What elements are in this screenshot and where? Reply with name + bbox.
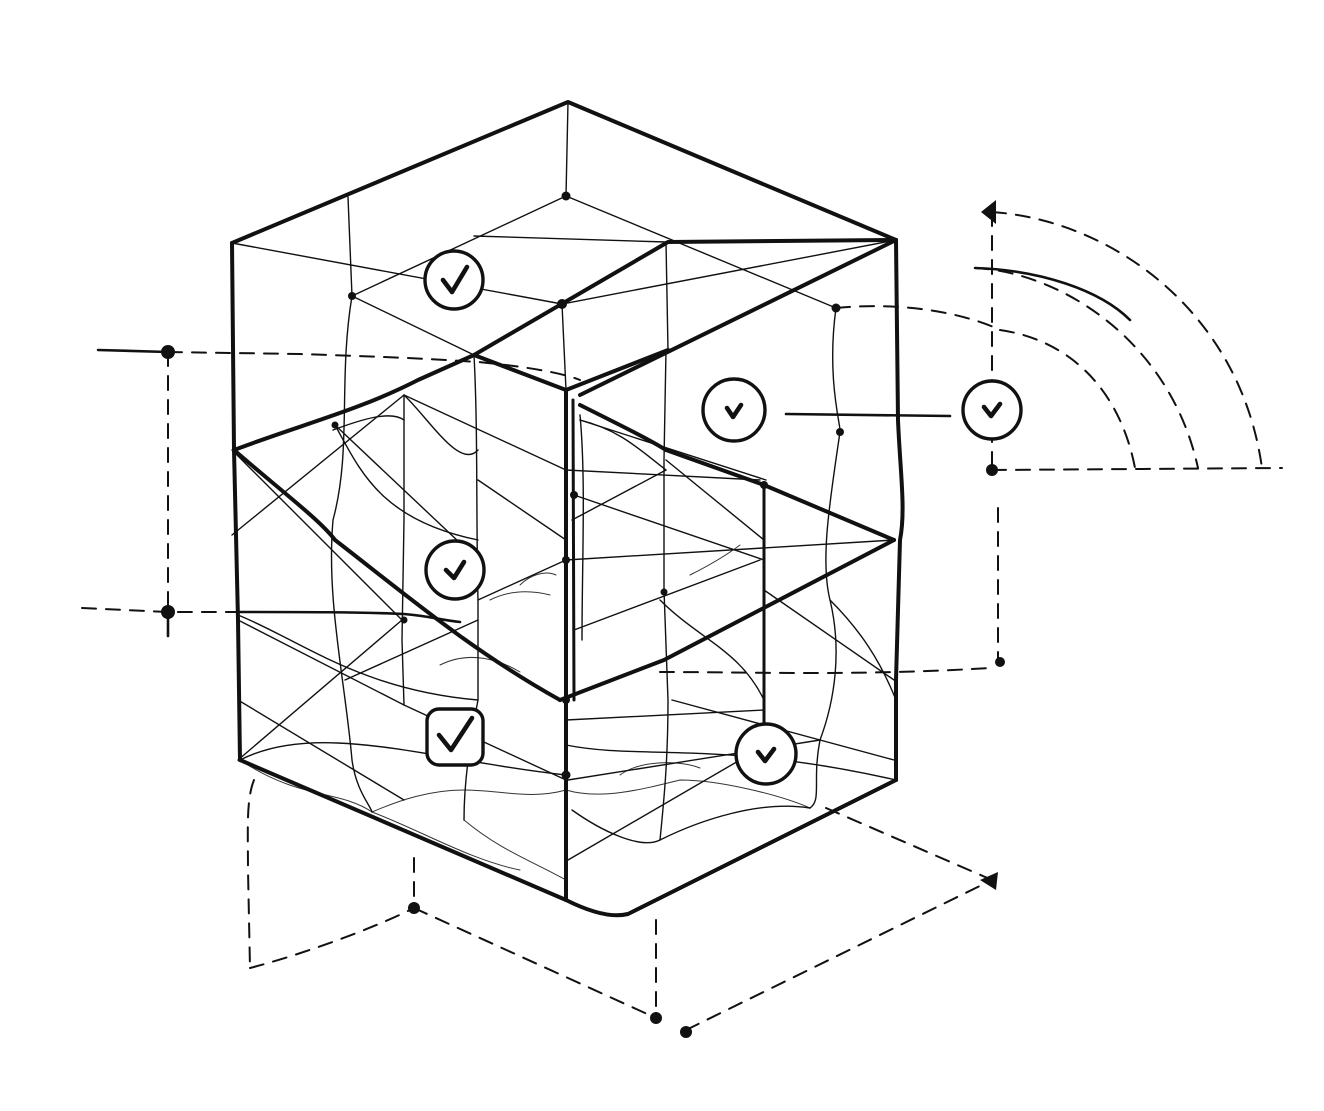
check-icon (443, 559, 467, 581)
junction-node (836, 428, 844, 436)
dimension-node (408, 902, 420, 914)
arrowhead-icon (981, 200, 996, 224)
junction-node (400, 616, 408, 624)
junction-node (562, 556, 570, 564)
check-icon (755, 746, 777, 764)
check-badge-right-lower (734, 722, 798, 786)
junction-nodes (161, 191, 1005, 1038)
check-icon (436, 715, 475, 753)
horizontal-leaders (81, 266, 1132, 674)
junction-node (561, 191, 571, 201)
junction-node (760, 481, 768, 489)
junction-node (561, 770, 571, 780)
check-icon (724, 402, 744, 420)
check-badge-top-face (423, 249, 485, 311)
junction-node (331, 421, 339, 429)
dimension-node (680, 1026, 692, 1038)
junction-node (831, 303, 841, 313)
junction-node (562, 696, 570, 704)
dimension-node (986, 464, 998, 476)
dimension-node (650, 1012, 662, 1024)
junction-node (557, 299, 567, 309)
check-badge-front-lower (425, 707, 485, 767)
junction-node (660, 588, 668, 596)
dimension-node (995, 657, 1005, 667)
check-icon (440, 264, 470, 295)
dimension-node (161, 605, 175, 619)
arrowhead-icon (980, 872, 998, 890)
structure-outline (230, 100, 905, 918)
check-badge-external-side (961, 379, 1023, 441)
check-badge-right-upper (701, 377, 767, 443)
junction-node (348, 292, 356, 300)
check-badge-front-middle (424, 539, 486, 601)
junction-node (570, 491, 578, 499)
check-icon (981, 401, 1003, 419)
status-markers (423, 249, 1023, 786)
dimension-node (161, 345, 175, 359)
interior-grid-lines (231, 101, 897, 881)
